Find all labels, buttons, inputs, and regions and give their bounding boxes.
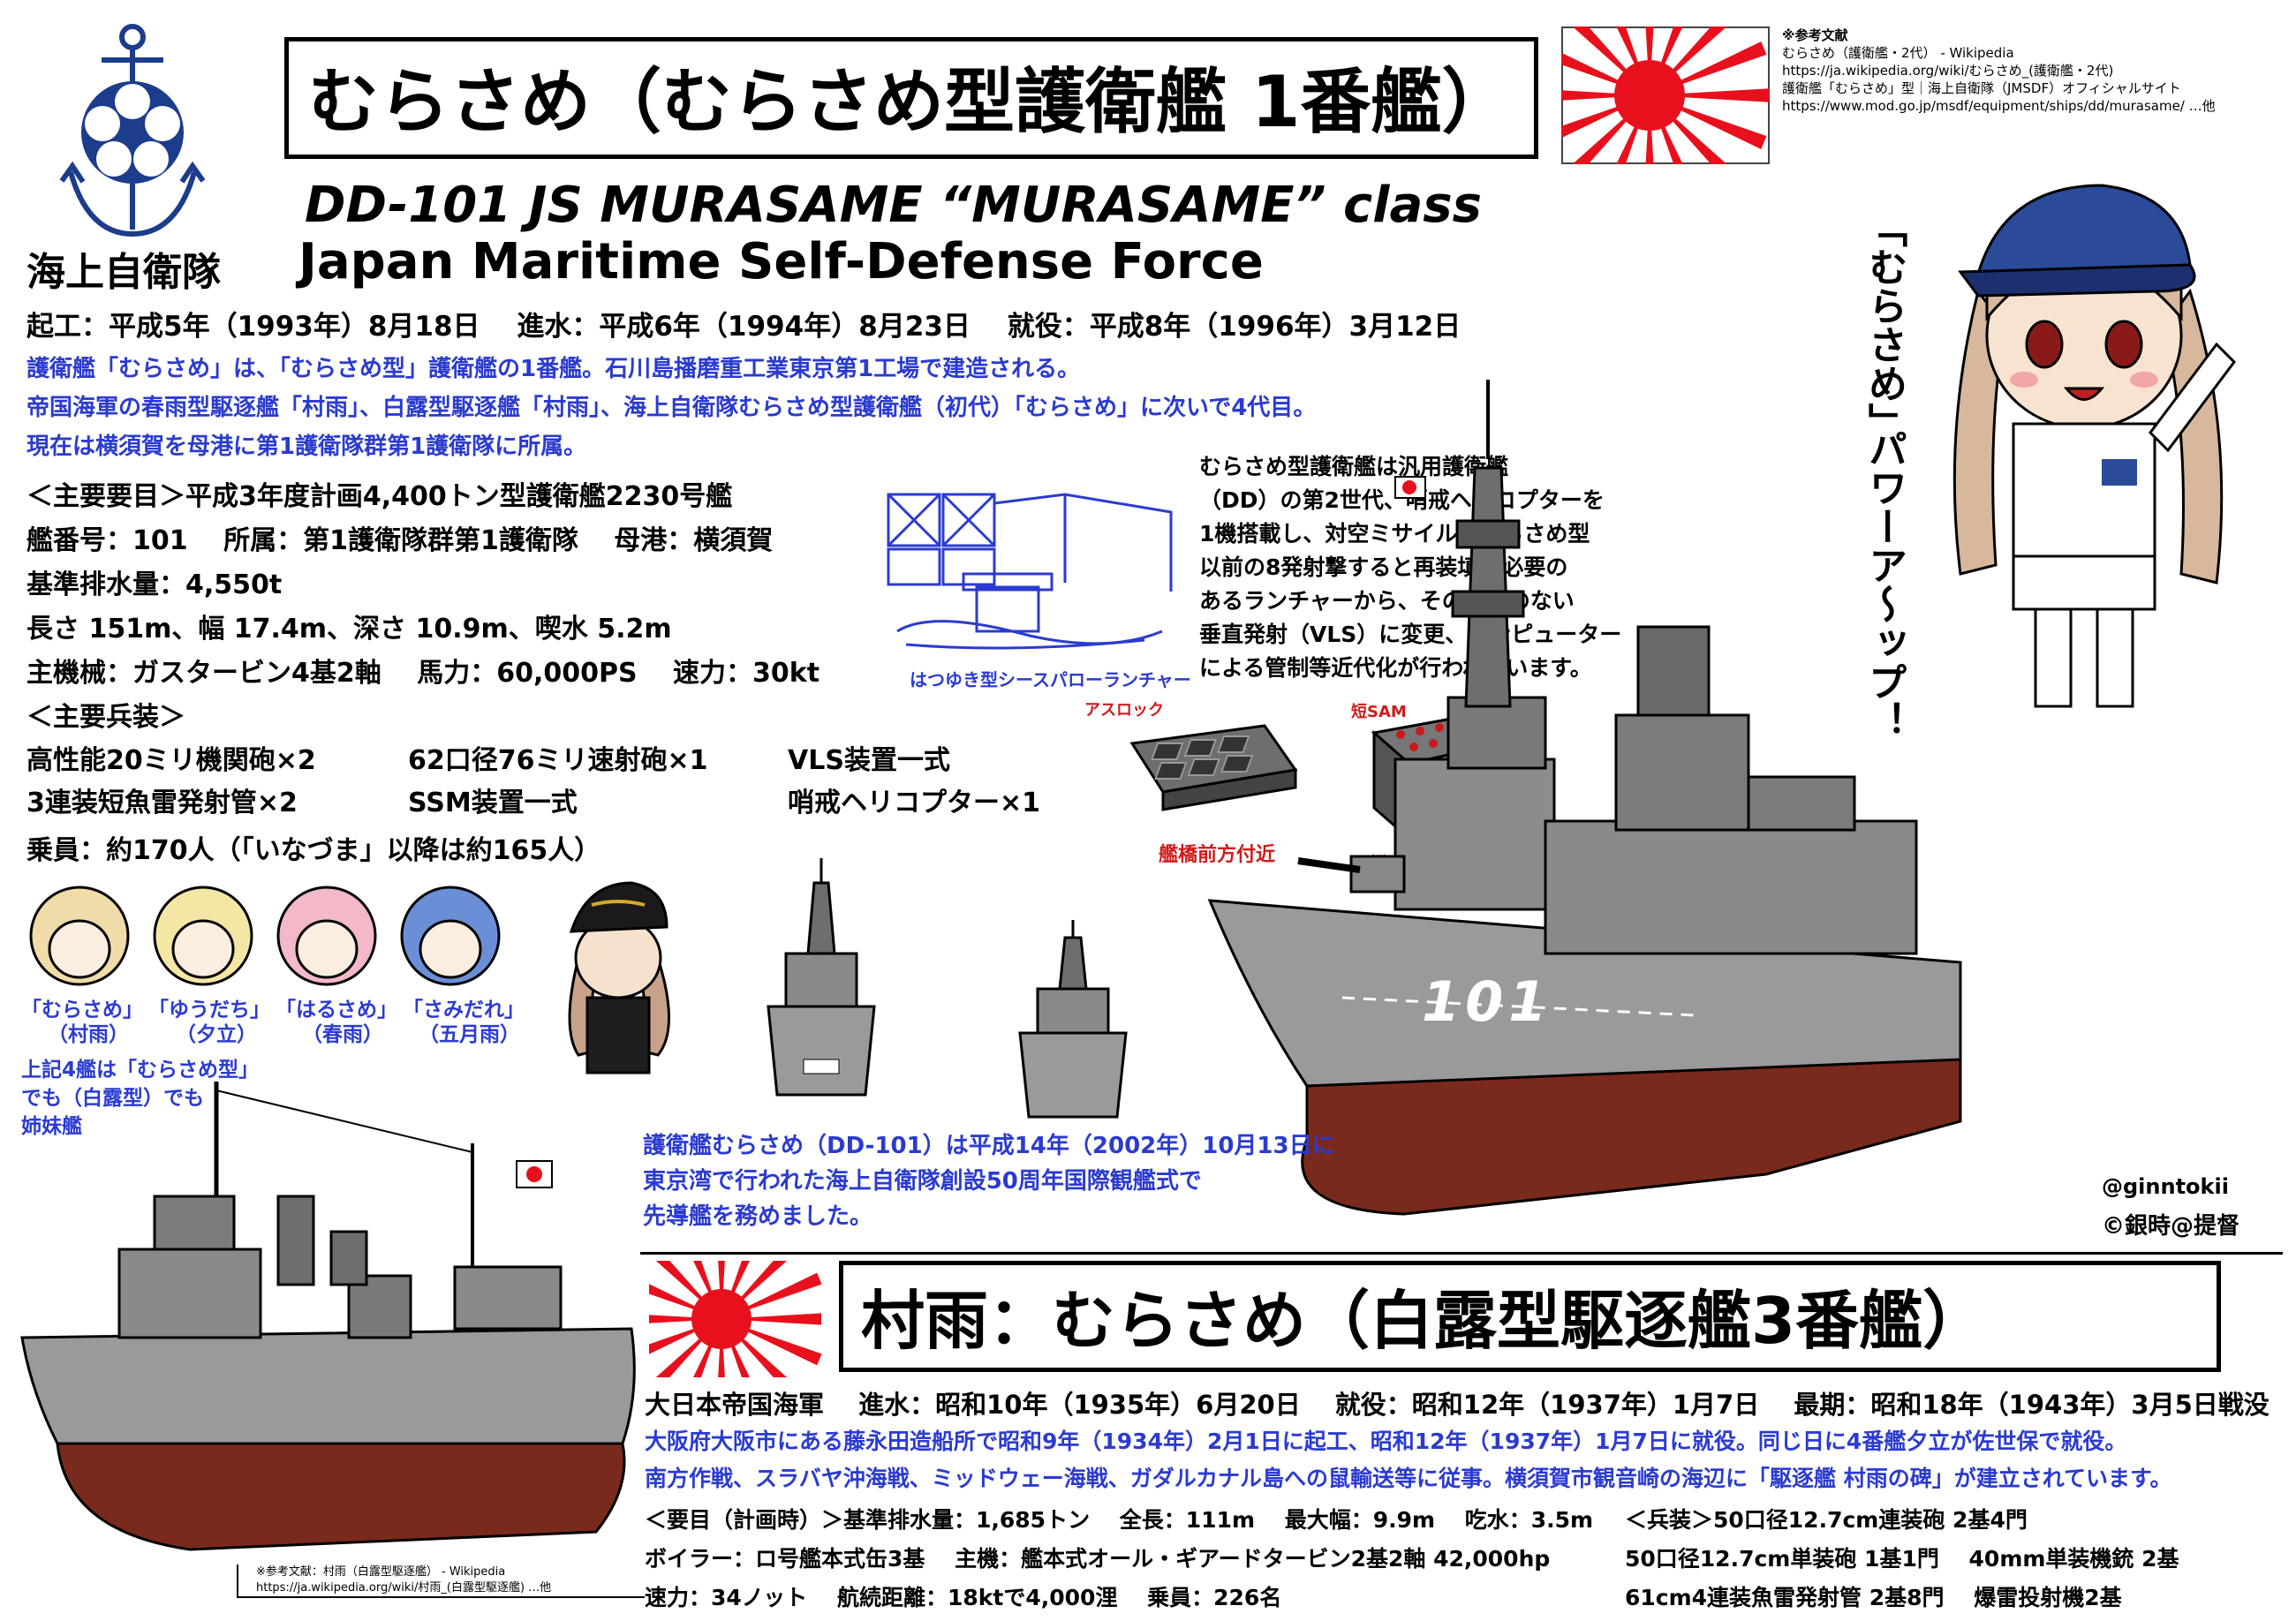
spec-line: 主機械：ガスタービン4基2軸 馬力：60,000PS 速力：30kt (26, 658, 820, 689)
sister-note-line: でも（白露型）でも (21, 1087, 204, 1110)
small-ship-left-illustration (751, 856, 892, 1112)
sister-kanji: （五月雨） (419, 1023, 520, 1046)
ijn-title: 村雨：むらさめ（白露型駆逐艦3番艦） (839, 1261, 2221, 1372)
sister-name: 「さみだれ」 (403, 999, 525, 1022)
sister-note: 上記4艦は「むらさめ型」 でも（白露型）でも 姉妹艦 (21, 1056, 259, 1141)
ijn-weapon-line: 61cm4連装魚雷発射管 2基8門 爆雷投射機2基 (1625, 1585, 2122, 1610)
weapon-item: 3連装短魚雷発射管×2 (26, 788, 298, 818)
ijn-weapons: ＜兵装＞50口径12.7cm連装砲 2基4門 50口径12.7cm単装砲 1基1… (1625, 1501, 2179, 1617)
asroc-launcher-illustration (1123, 717, 1300, 823)
sister-ship-labels: 「むらさめ」 （村雨） 「ゆうだち」 （夕立） 「はるさめ」 （春雨） 「さみだ… (21, 998, 525, 1051)
weapons-grid: 高性能20ミリ機関砲×2 62口径76ミリ速射砲×1 VLS装置一式 3連装短魚… (26, 740, 1069, 828)
ijn-dates: 大日本帝国海軍 進水：昭和10年（1935年）6月20日 就役：昭和12年（19… (645, 1390, 2270, 1420)
ijn-spec-line: 速力：34ノット 航続距離：18ktで4,000浬 乗員：226名 (645, 1585, 1282, 1610)
review-note-line: 東京湾で行われた海上自衛隊創設50周年国際観艦式で (643, 1168, 1202, 1195)
sister-note-line: 上記4艦は「むらさめ型」 (21, 1059, 260, 1082)
reference-line: https://ja.wikipedia.org/wiki/村雨_(白露型駆逐艦… (256, 1581, 552, 1595)
ijn-weapon-line: 50口径12.7cm単装砲 1基1門 40mm単装機銃 2基 (1625, 1546, 2179, 1572)
spec-line: 艦番号：101 所属：第1護衛隊群第1護衛隊 母港：横須賀 (26, 525, 774, 556)
credit-author: ©銀時@提督 (2102, 1213, 2240, 1240)
vls-note-line: 垂直発射（VLS）に変更、コンピューター (1199, 622, 1622, 647)
spec-line: 基準排水量：4,550t (26, 569, 283, 600)
references-title: ※参考文献 (1782, 27, 1848, 43)
ijn-desc-line: 大阪府大阪市にある藤永田造船所で昭和9年（1934年）2月1日に起工、昭和12年… (645, 1429, 2127, 1454)
ijn-spec-line: ＜要目（計画時）＞基準排水量：1,685トン 全長：111m 最大幅：9.9m … (645, 1507, 1594, 1533)
credit-handle: @ginntokii (2102, 1174, 2229, 1199)
weapon-item: 高性能20ミリ機関砲×2 (26, 745, 316, 776)
sister-kanji: （村雨） (48, 1023, 129, 1046)
spec-line: ＜主要要目＞平成3年度計画4,400トン型護衛艦2230号艦 (26, 481, 733, 512)
org-name-en: Japan Maritime Self-Defense Force (298, 233, 1264, 290)
references-top: ※参考文献 むらさめ（護衛艦・2代） - Wikipedia https://j… (1782, 26, 2285, 115)
org-name-jp: 海上自衛隊 (26, 250, 221, 295)
section-divider (640, 1252, 2283, 1255)
weapon-item: VLS装置一式 (788, 745, 950, 776)
ijn-spec-line: ボイラー：ロ号艦本式缶3基 主機：艦本式オール・ギアードタービン2基2軸 42,… (645, 1546, 1551, 1572)
review-note-line: 護衛艦むらさめ（DD-101）は平成14年（2002年）10月13日に (643, 1133, 1335, 1159)
rising-sun-flag-icon (1561, 26, 1770, 164)
jmsdf-anchor-emblem-icon (53, 18, 212, 247)
ijn-specs: ＜要目（計画時）＞基準排水量：1,685トン 全長：111m 最大幅：9.9m … (645, 1501, 1593, 1617)
vls-note-line: による管制等近代化が行われています。 (1199, 655, 1592, 681)
intro-line: 帝国海軍の春雨型駆逐艦「村雨」、白露型駆逐艦「村雨」、海上自衛隊むらさめ型護衛艦… (26, 395, 1317, 421)
asroc-label: アスロック (1084, 701, 1164, 720)
spec-line: 長さ 151m、幅 17.4m、深さ 10.9m、喫水 5.2m (26, 614, 672, 645)
page-title: むらさめ（むらさめ型護衛艦 1番艦） (284, 37, 1538, 159)
murasame-ship-illustration (1201, 362, 1996, 1227)
fleet-review-note: 護衛艦むらさめ（DD-101）は平成14年（2002年）10月13日に 東京湾で… (643, 1128, 1335, 1234)
murasame-character-illustration (1925, 168, 2243, 715)
weapon-item: 62口径76ミリ速射砲×1 (408, 745, 708, 776)
slogan-line-2: パワーア～ップ！ (1862, 429, 1907, 740)
slogan-line-1: 「むらさめ」 (1862, 208, 1907, 441)
asroc-location: 艦橋前方付近 (1159, 844, 1276, 866)
sister-ship-characters-illustration (18, 874, 521, 998)
small-ship-right-illustration (1007, 918, 1139, 1121)
sister-name: 「むらさめ」 (21, 999, 143, 1022)
rising-sun-flag-bottom-icon (649, 1261, 821, 1377)
vls-note-line: 1機搭載し、対空ミサイルもむらさめ型 (1199, 521, 1590, 547)
spec-list: ＜主要要目＞平成3年度計画4,400トン型護衛艦2230号艦 艦番号：101 所… (26, 475, 819, 740)
reference-line: https://ja.wikipedia.org/wiki/むらさめ_(護衛艦・… (1782, 63, 2114, 79)
intro-line: 護衛艦「むらさめ」は、「むらさめ型」護衛艦の1番艦。石川島播磨重工業東京第1工場… (26, 356, 1081, 382)
sister-name: 「はるさめ」 (276, 999, 397, 1022)
reference-line: ※参考文献：村雨（白露型駆逐艦） - Wikipedia (256, 1565, 506, 1579)
reference-line: 護衛艦「むらさめ」型｜海上自衛隊（JMSDF）オフィシャルサイト (1782, 80, 2181, 96)
reference-line: むらさめ（護衛艦・2代） - Wikipedia (1782, 45, 2014, 61)
ijn-weapon-line: ＜兵装＞50口径12.7cm連装砲 2基4門 (1625, 1507, 2028, 1533)
sister-kanji: （夕立） (176, 1023, 257, 1046)
reference-line: https://www.mod.go.jp/msdf/equipment/shi… (1782, 98, 2216, 114)
sister-name: 「ゆうだち」 (148, 999, 270, 1022)
review-note-line: 先導艦を務めました。 (643, 1203, 873, 1230)
crew-line: 乗員：約170人（「いなづま」以降は約165人） (26, 835, 601, 866)
spec-line: ＜主要兵装＞ (26, 702, 185, 733)
hull-number: 101 (1422, 969, 1552, 1034)
sea-sparrow-launcher-illustration (880, 477, 1180, 662)
sister-note-line: 姉妹艦 (21, 1115, 82, 1138)
english-title: DD-101 JS MURASAME “MURASAME” class (305, 177, 1482, 234)
weapon-item: SSM装置一式 (408, 788, 578, 818)
sister-kanji: （春雨） (302, 1023, 383, 1046)
captain-character-illustration (552, 878, 684, 1082)
ijn-murasame-ship-illustration (13, 1073, 649, 1567)
references-bottom: ※参考文献：村雨（白露型駆逐艦） - Wikipedia https://ja.… (237, 1564, 645, 1598)
launcher-caption: はつゆき型シースパローランチャー (910, 669, 1191, 690)
build-dates: 起工：平成5年（1993年）8月18日 進水：平成6年（1994年）8月23日 … (26, 311, 1461, 343)
intro-line: 現在は横須賀を母港に第1護衛隊群第1護衛隊に所属。 (26, 434, 587, 460)
vls-note-line: むらさめ型護衛艦は汎用護衛艦 (1199, 454, 1509, 479)
intro-text: 護衛艦「むらさめ」は、「むらさめ型」護衛艦の1番艦。石川島播磨重工業東京第1工場… (26, 350, 1316, 466)
ijn-desc-line: 南方作戦、スラバヤ沖海戦、ミッドウェー海戦、ガダルカナル島への鼠輸送等に従事。横… (645, 1466, 2172, 1491)
ijn-description: 大阪府大阪市にある藤永田造船所で昭和9年（1934年）2月1日に起工、昭和12年… (645, 1423, 2171, 1497)
sam-label: 短SAM (1351, 703, 1407, 721)
weapon-item: 哨戒ヘリコプター×1 (788, 788, 1041, 818)
